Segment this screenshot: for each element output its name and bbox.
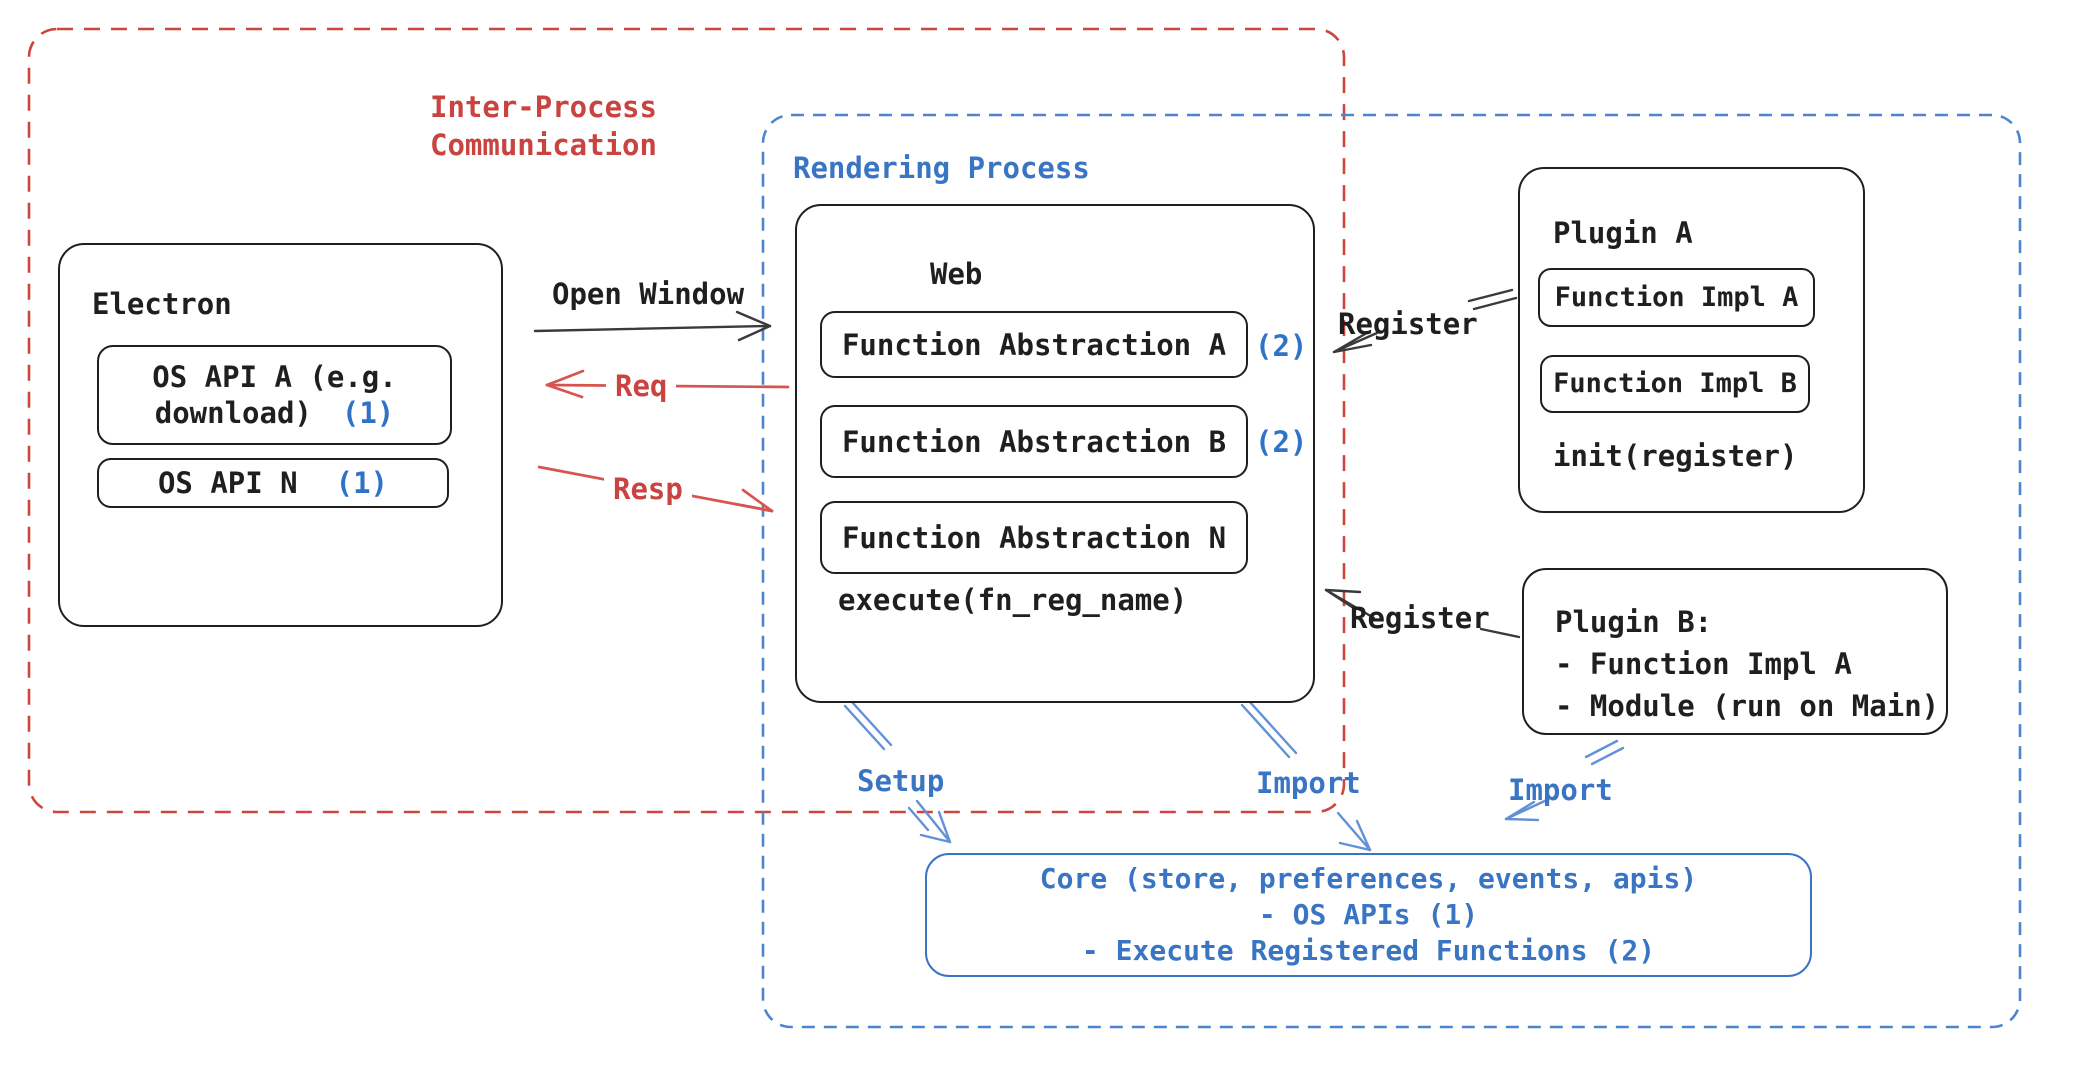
function-abstraction-b-badge: (2) bbox=[1255, 425, 1308, 459]
req-label: Req bbox=[606, 368, 677, 404]
function-abstraction-b-label: Function Abstraction B bbox=[841, 424, 1227, 459]
os-api-a-box: OS API A (e.g. download) (1) bbox=[97, 345, 452, 445]
rendering-process-boundary bbox=[761, 113, 2022, 1029]
open-window-arrow bbox=[533, 310, 772, 342]
os-api-a-label: download) bbox=[154, 396, 312, 430]
function-impl-a-box: Function Impl A bbox=[1538, 268, 1815, 327]
setup-label: Setup bbox=[857, 764, 945, 798]
function-impl-b-label: Function Impl B bbox=[1553, 368, 1797, 399]
os-api-n-label: OS API N bbox=[157, 466, 298, 500]
core-line3: - Execute Registered Functions (2) bbox=[1081, 934, 1656, 967]
plugin-b-item2: - Module (run on Main) bbox=[1555, 689, 1940, 723]
electron-title: Electron bbox=[92, 287, 232, 321]
ipc-title-line2: Communication bbox=[430, 128, 657, 162]
function-abstraction-b-box: Function Abstraction B bbox=[820, 405, 1248, 478]
plugin-b-content: Plugin B: - Function Impl A - Module (run … bbox=[1555, 601, 1939, 727]
function-abstraction-a-badge: (2) bbox=[1255, 329, 1308, 363]
open-window-label: Open Window bbox=[552, 277, 745, 311]
register-bottom-label: Register bbox=[1350, 601, 1490, 635]
import-web-arrow bbox=[1240, 699, 1372, 852]
function-abstraction-n-label: Function Abstraction N bbox=[841, 520, 1227, 555]
register-top-arrow bbox=[1332, 288, 1518, 354]
ipc-boundary bbox=[27, 27, 1346, 814]
function-abstraction-n-box: Function Abstraction N bbox=[820, 501, 1248, 574]
ipc-title-line1: Inter-Process bbox=[430, 90, 657, 124]
import-plugin-label: Import bbox=[1508, 773, 1613, 807]
import-plugin-arrow bbox=[1504, 739, 1625, 822]
core-line2: - OS APIs (1) bbox=[1258, 898, 1479, 931]
plugin-a-title: Plugin A bbox=[1553, 216, 1693, 250]
os-api-a-line1: OS API A (e.g. bbox=[152, 360, 397, 394]
resp-label: Resp bbox=[604, 471, 692, 507]
function-impl-b-box: Function Impl B bbox=[1540, 355, 1810, 413]
function-impl-a-label: Function Impl A bbox=[1554, 281, 1799, 313]
os-api-a-line2: download) (1) bbox=[155, 395, 395, 431]
os-api-a-badge: (1) bbox=[341, 396, 395, 430]
function-abstraction-a-label: Function Abstraction A bbox=[841, 327, 1227, 362]
web-title: Web bbox=[930, 257, 983, 291]
plugin-b-box bbox=[1522, 568, 1948, 735]
plugin-b-title: Plugin B: bbox=[1555, 605, 1713, 639]
core-line1: Core (store, preferences, events, apis) bbox=[1039, 862, 1698, 895]
register-top-label: Register bbox=[1338, 307, 1478, 341]
core-box: Core (store, preferences, events, apis) … bbox=[925, 853, 1812, 977]
os-api-n-box: OS API N (1) bbox=[97, 458, 449, 508]
rendering-region-title: Rendering Process bbox=[793, 151, 1090, 185]
plugin-b-item1: - Function Impl A bbox=[1555, 647, 1852, 681]
plugin-a-box bbox=[1518, 167, 1865, 513]
setup-arrow bbox=[843, 700, 952, 844]
init-register-label: init(register) bbox=[1553, 439, 1798, 473]
execute-label: execute(fn_reg_name) bbox=[838, 583, 1188, 617]
os-api-n-badge: (1) bbox=[335, 466, 389, 500]
register-bottom-arrow bbox=[1324, 588, 1521, 639]
function-abstraction-a-box: Function Abstraction A bbox=[820, 311, 1248, 378]
import-web-label: Import bbox=[1256, 766, 1361, 800]
